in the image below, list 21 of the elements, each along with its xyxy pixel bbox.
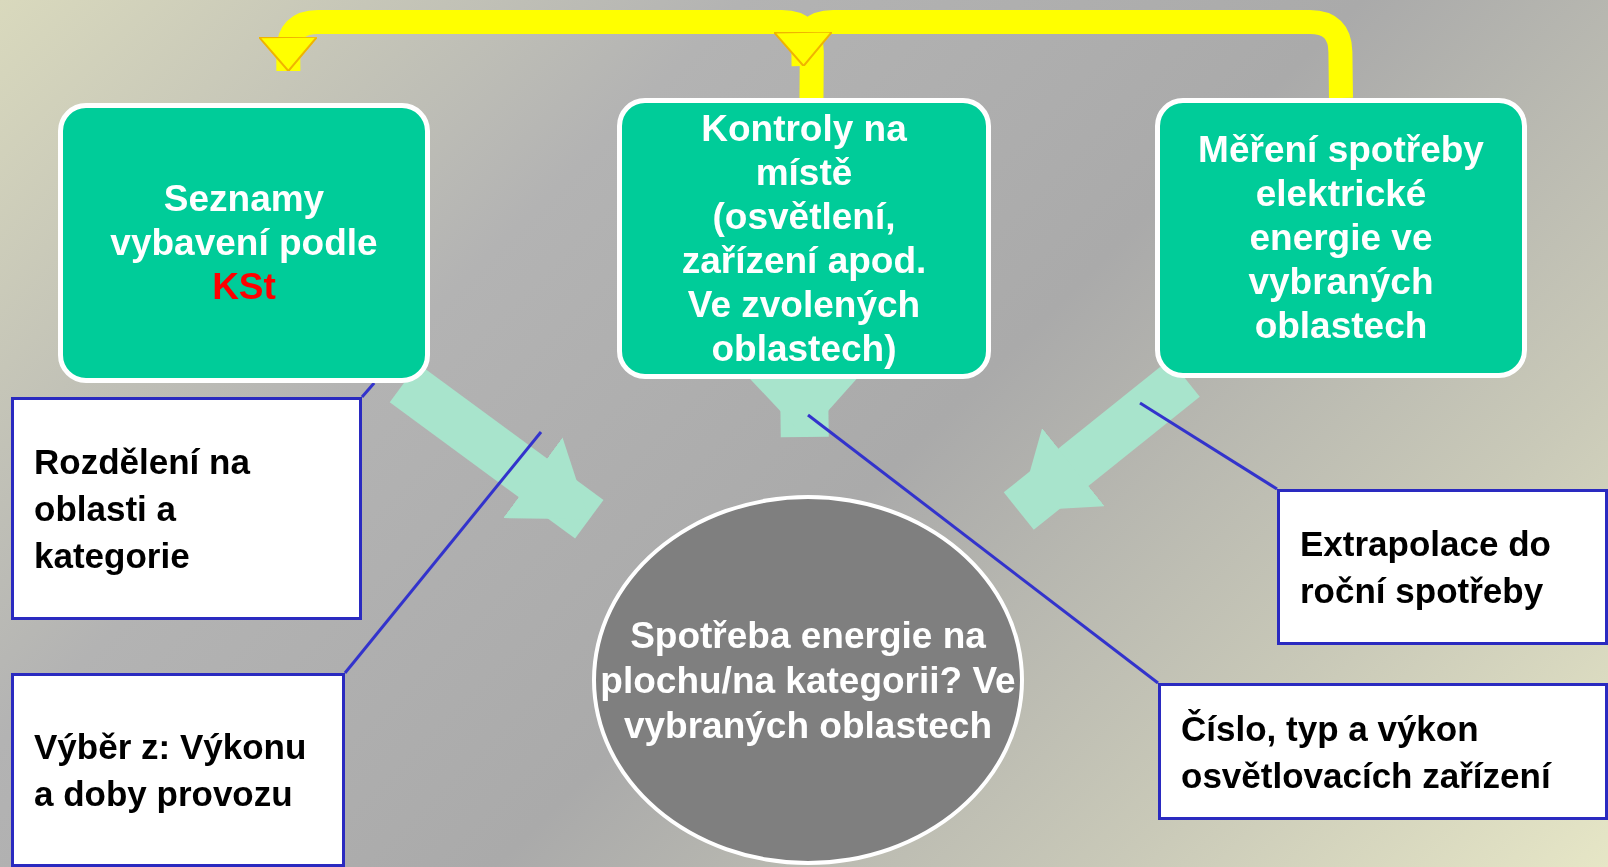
node-label: Kontroly na místě (osvětlení, zařízení apod. Ve zvolených oblastech) (680, 106, 928, 371)
node-label: Extrapolace do roční spotřeby (1300, 523, 1552, 612)
note-box (11, 397, 362, 620)
note-box (1158, 683, 1608, 820)
process-box (58, 103, 430, 383)
node-label: Seznamy vybavení podle (109, 177, 379, 265)
leader-line (343, 431, 543, 674)
note-box (11, 673, 345, 867)
leader-line (807, 413, 1159, 685)
note-box (1277, 489, 1608, 645)
arrow (258, 10, 824, 99)
node-label: Spotřeba energie na plochu/na kategorii? Ve vybraných oblastech (599, 613, 1017, 748)
node-label: Číslo, typ a výkon osvětlovacích zařízení (1181, 707, 1553, 797)
code-label: KSt (212, 265, 276, 309)
process-box (1155, 98, 1527, 378)
node-label: Měření spotřeby elektrické energie ve vybraných oblastech (1197, 128, 1485, 348)
leader-line (1139, 401, 1278, 491)
node-label: Výběr z: Výkonu a doby provozu (34, 726, 308, 815)
leader-line (360, 382, 376, 398)
process-box (617, 98, 991, 379)
node-label: Rozdělení na oblasti a kategorie (34, 441, 252, 577)
